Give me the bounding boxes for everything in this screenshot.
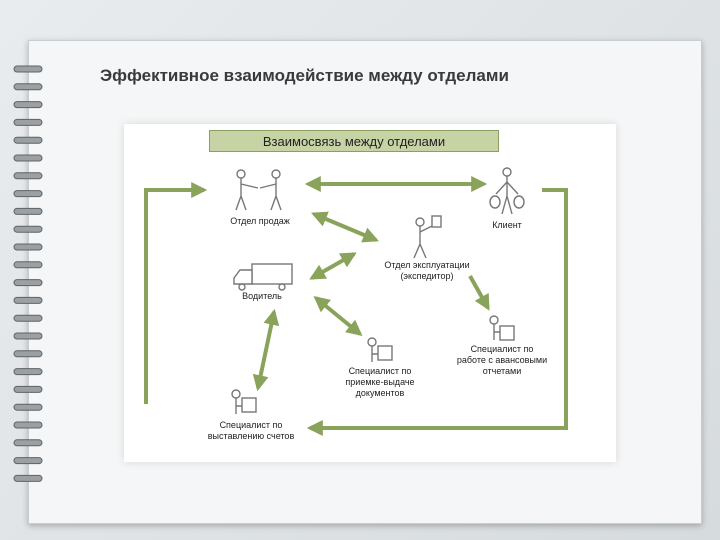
spiral-ring: [13, 65, 43, 73]
spiral-ring: [13, 403, 43, 411]
slide-title: Эффективное взаимодействие между отделам…: [100, 66, 509, 85]
node-invoice-label: Специалист по выставлению счетов: [196, 420, 306, 442]
spiral-ring: [13, 207, 43, 215]
arrow-driver-operations: [309, 252, 357, 280]
spiral-ring: [13, 421, 43, 429]
spiral-ring: [13, 368, 43, 376]
client-icon: [489, 167, 525, 215]
truck-icon: [233, 263, 293, 291]
node-driver-label: Водитель: [242, 291, 282, 301]
expeditor-icon: [413, 215, 442, 259]
spiral-ring: [13, 101, 43, 109]
node-advance-line3: отчетами: [482, 366, 522, 376]
loop-left-arrow: [144, 182, 208, 404]
spiral-ring: [13, 261, 43, 269]
node-operations-label: Отдел эксплуатации (экспедитор): [372, 260, 482, 282]
diagram-header: Взаимосвязь между отделами: [209, 130, 499, 152]
spiral-ring: [13, 136, 43, 144]
node-advance-line1: Специалист по: [470, 344, 534, 354]
spiral-ring: [13, 83, 43, 91]
spiral-ring: [13, 279, 43, 287]
spiral-ring: [13, 243, 43, 251]
arrow-driver-docs: [313, 295, 363, 337]
node-sales-label: Отдел продаж: [230, 216, 290, 226]
node-advance-line2: работе с авансовыми: [456, 355, 548, 365]
node-invoice-line1: Специалист по: [219, 420, 283, 430]
spiral-ring: [13, 439, 43, 447]
spiral-ring: [13, 296, 43, 304]
invoice-specialist-icon: [231, 389, 257, 414]
node-advance-label: Специалист по работе с авансовыми отчета…: [446, 344, 558, 377]
spiral-ring: [13, 225, 43, 233]
arrow-sales-operations: [311, 211, 379, 243]
node-docs-line3: документов: [355, 388, 405, 398]
spiral-ring: [13, 172, 43, 180]
spiral-ring: [13, 457, 43, 465]
arrow-driver-invoice: [252, 308, 280, 392]
node-operations-line2: (экспедитор): [400, 271, 454, 281]
node-docs-line1: Специалист по: [348, 366, 412, 376]
advance-specialist-icon: [489, 315, 515, 341]
node-invoice-line2: выставлению счетов: [207, 431, 295, 441]
spiral-ring: [13, 385, 43, 393]
spiral-ring: [13, 350, 43, 358]
spiral-ring: [13, 118, 43, 126]
spiral-ring: [13, 474, 43, 482]
spiral-binding: [13, 65, 43, 482]
spiral-ring: [13, 332, 43, 340]
node-operations-line1: Отдел эксплуатации: [384, 260, 470, 270]
node-client-label: Клиент: [492, 220, 522, 230]
arrow-operations-advance: [468, 275, 490, 311]
docs-specialist-icon: [367, 337, 393, 362]
spiral-ring: [13, 154, 43, 162]
handshake-icon: [235, 169, 282, 211]
spiral-ring: [13, 314, 43, 322]
node-docs-line2: приемке-выдаче: [345, 377, 415, 387]
node-docs-label: Специалист по приемке-выдаче документов: [330, 366, 430, 399]
loop-right-arrow: [306, 188, 568, 436]
spiral-ring: [13, 190, 43, 198]
